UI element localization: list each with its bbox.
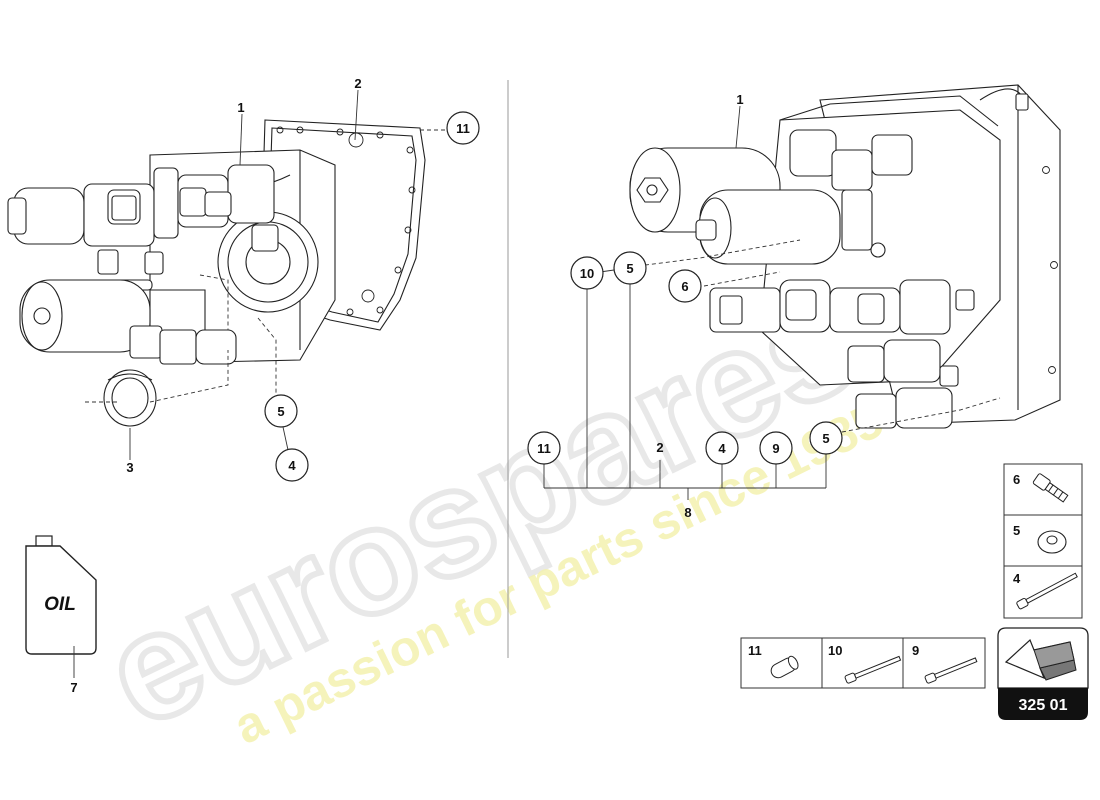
callout-right-5-upper-circle: 5 — [613, 251, 647, 285]
callout-right-9: 9 — [772, 441, 779, 456]
callout-right-11: 11 — [537, 441, 551, 456]
washer-icon — [1037, 530, 1067, 554]
callout-right-10-circle: 10 — [570, 256, 604, 290]
bolt-short-icon — [1032, 473, 1069, 503]
legend-item-10: 10 — [828, 643, 902, 684]
callout-right-5-lower: 5 — [822, 431, 829, 446]
callout-right-8: 8 — [684, 505, 691, 520]
callout-right-6: 6 — [681, 279, 688, 294]
left-hydraulic-unit-drawing — [7, 89, 450, 460]
callout-right-6-circle: 6 — [668, 269, 702, 303]
oil-can-icon: OIL — [25, 535, 97, 655]
callout-left-5-circle: 5 — [264, 394, 298, 428]
legend-item-5-number: 5 — [1013, 523, 1020, 538]
callout-oil-7: 7 — [70, 680, 77, 695]
parts-legend-horizontal: 11 10 9 — [740, 637, 986, 689]
callout-left-1: 1 — [237, 100, 244, 115]
callout-right-9-circle: 9 — [759, 431, 793, 465]
callout-right-2: 2 — [656, 440, 663, 455]
parts-legend-vertical: 6 5 4 — [1003, 463, 1083, 619]
callout-left-4-circle: 4 — [275, 448, 309, 482]
callout-right-4-circle: 4 — [705, 431, 739, 465]
legend-item-11: 11 — [748, 643, 799, 679]
callout-group-8-bracket — [543, 284, 827, 500]
bolt-long-icon — [1016, 572, 1078, 610]
legend-item-6-number: 6 — [1013, 472, 1020, 487]
callout-left-5: 5 — [277, 404, 284, 419]
callout-left-2: 2 — [354, 76, 361, 91]
callout-right-5-lower-circle: 5 — [809, 421, 843, 455]
diagram-code-badge: 325 01 — [997, 627, 1089, 720]
legend-item-6: 6 — [1013, 472, 1069, 503]
legend-item-9: 9 — [912, 643, 978, 684]
right-hydraulic-unit-drawing — [599, 84, 1061, 433]
oil-can-label: OIL — [44, 594, 76, 615]
callout-left-11-circle: 11 — [446, 111, 480, 145]
callout-right-1: 1 — [736, 92, 743, 107]
legend-item-11-number: 11 — [748, 643, 762, 658]
legend-item-5: 5 — [1013, 523, 1067, 554]
view-direction-arrow-icon — [1004, 638, 1077, 681]
bolt-icon — [924, 657, 978, 684]
callout-right-4: 4 — [718, 441, 726, 456]
diagram-code: 325 01 — [1019, 697, 1068, 714]
legend-item-10-number: 10 — [828, 643, 842, 658]
callout-right-11-circle: 11 — [527, 431, 561, 465]
legend-item-4-number: 4 — [1013, 571, 1021, 586]
legend-item-9-number: 9 — [912, 643, 919, 658]
callout-right-5-upper: 5 — [626, 261, 633, 276]
callout-right-10: 10 — [580, 266, 594, 281]
sleeve-icon — [770, 655, 799, 679]
callout-left-4: 4 — [288, 458, 296, 473]
legend-item-4: 4 — [1013, 571, 1078, 610]
callout-left-11: 11 — [456, 121, 470, 136]
bolt-icon — [844, 655, 902, 684]
callout-left-3: 3 — [126, 460, 133, 475]
